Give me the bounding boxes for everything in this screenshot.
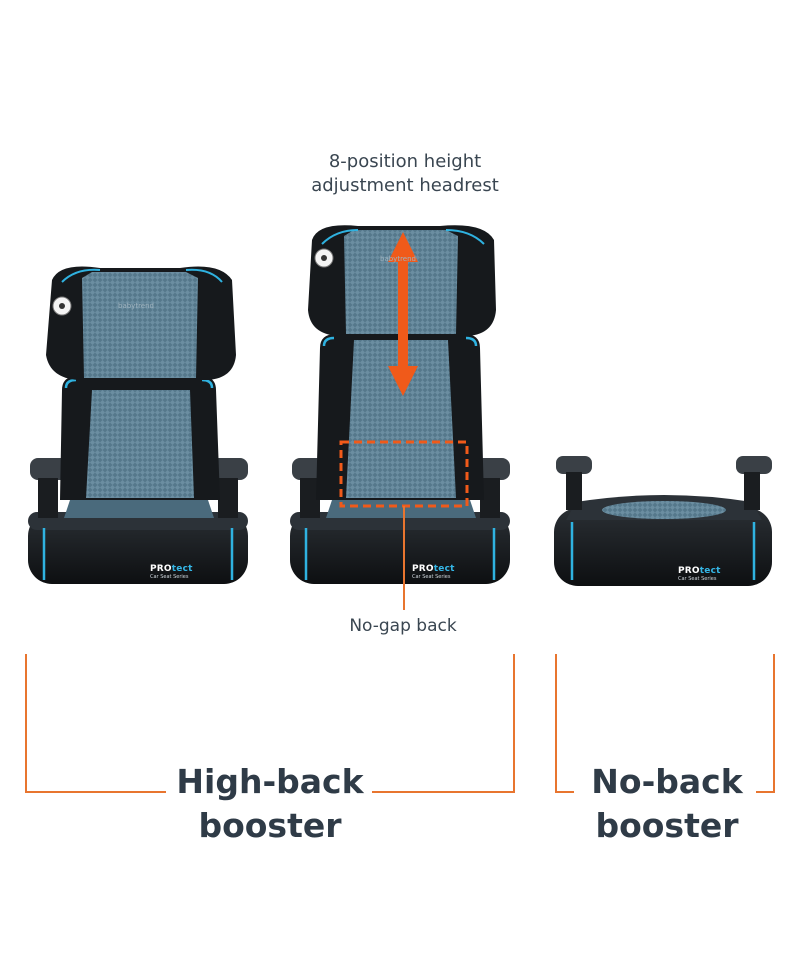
no-gap-callout: No-gap back [349,616,457,636]
headrest-callout: 8-position height adjustment headrest [300,150,510,198]
high-back-label-line1: High-back [176,762,364,801]
badge-subtitle: Car Seat Series [412,574,451,580]
headrest-callout-line2: adjustment headrest [311,175,499,196]
no-back-bracket [555,654,775,793]
badge-title: PROtect [150,564,193,574]
protect-badge-right: PROtect Car Seat Series [678,558,721,582]
brand-logo-text: babytrend [380,255,416,263]
headrest-callout-line1: 8-position height [328,151,482,172]
protect-badge-left: PROtect Car Seat Series [150,556,193,580]
protect-badge-middle: PROtect Car Seat Series [412,556,455,580]
badge-subtitle: Car Seat Series [678,576,717,582]
high-back-seat-left [28,266,248,584]
no-back-booster-seat [554,456,772,586]
high-back-label-line2: booster [198,806,342,845]
no-back-label-line2: booster [595,806,739,845]
high-back-label: High-back booster [165,760,375,848]
brand-logo-left: babytrend [118,302,154,310]
brand-logo-text: babytrend [118,302,154,310]
badge-subtitle: Car Seat Series [150,574,189,580]
high-back-bracket [25,654,515,793]
badge-title: PROtect [678,566,721,576]
no-back-label-line1: No-back [591,762,743,801]
badge-title: PROtect [412,564,455,574]
brand-logo-middle: babytrend [380,255,416,263]
height-adjust-arrow [388,232,418,396]
high-back-seat-middle [290,225,510,584]
no-back-label: No-back booster [572,760,762,848]
